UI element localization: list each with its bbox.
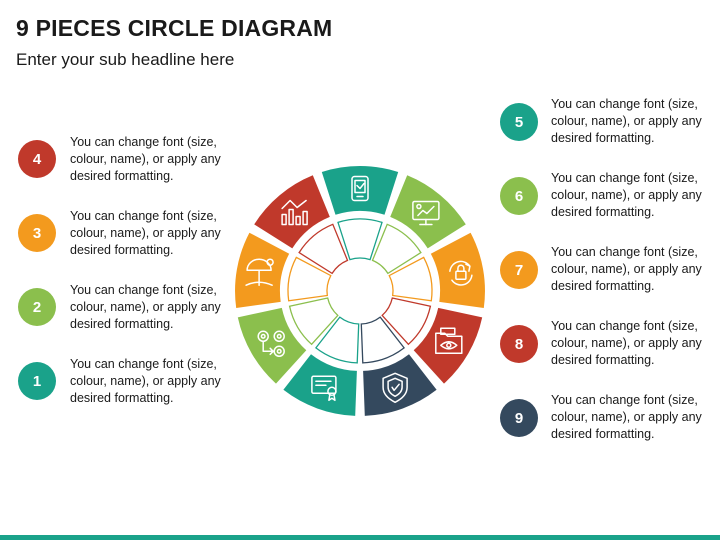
badge-6: 6 — [500, 177, 538, 215]
text-4: You can change font (size, colour, name)… — [70, 135, 221, 183]
text-1: You can change font (size, colour, name)… — [70, 357, 221, 405]
segment-5 — [321, 166, 399, 215]
folder-eye-icon — [435, 327, 463, 355]
text-2: You can change font (size, colour, name)… — [70, 283, 221, 331]
page-subtitle: Enter your sub headline here — [16, 50, 235, 69]
segment-4 — [254, 175, 330, 249]
badge-8: 8 — [500, 325, 538, 363]
badge-3: 3 — [18, 214, 56, 252]
text-8: You can change font (size, colour, name)… — [551, 319, 702, 367]
text-7: You can change font (size, colour, name)… — [551, 245, 702, 293]
monitor-dashboard-icon — [412, 200, 440, 226]
inner-segment-5 — [337, 218, 383, 261]
badge-9: 9 — [500, 399, 538, 437]
refresh-lock-icon — [449, 260, 473, 286]
badge-2: 2 — [18, 288, 56, 326]
badge-7: 7 — [500, 251, 538, 289]
text-3: You can change font (size, colour, name)… — [70, 209, 221, 257]
gears-process-icon — [257, 330, 285, 358]
text-5: You can change font (size, colour, name)… — [551, 97, 702, 145]
inner-segment-2 — [288, 297, 339, 346]
certificate-icon — [311, 375, 337, 402]
inner-segment-3 — [287, 256, 332, 302]
segment-9 — [363, 354, 437, 416]
beach-umbrella-icon — [245, 258, 274, 286]
shield-check-icon — [382, 372, 408, 404]
inner-segment-1 — [314, 316, 360, 364]
inner-segment-7 — [388, 256, 433, 302]
text-9: You can change font (size, colour, name)… — [551, 393, 702, 441]
smartphone-icon — [351, 175, 369, 202]
badge-1: 1 — [18, 362, 56, 400]
segment-8 — [413, 307, 483, 384]
inner-segment-8 — [381, 297, 432, 346]
inner-segment-9 — [360, 316, 406, 364]
bar-chart-icon — [281, 199, 308, 226]
inner-segment-6 — [371, 223, 422, 275]
page-title: 9 PIECES CIRCLE DIAGRAM — [16, 15, 333, 41]
badge-5: 5 — [500, 103, 538, 141]
text-6: You can change font (size, colour, name)… — [551, 171, 702, 219]
badge-4: 4 — [18, 140, 56, 178]
inner-segment-4 — [298, 223, 349, 275]
segment-2 — [237, 307, 307, 384]
bottom-accent-bar — [0, 535, 720, 540]
